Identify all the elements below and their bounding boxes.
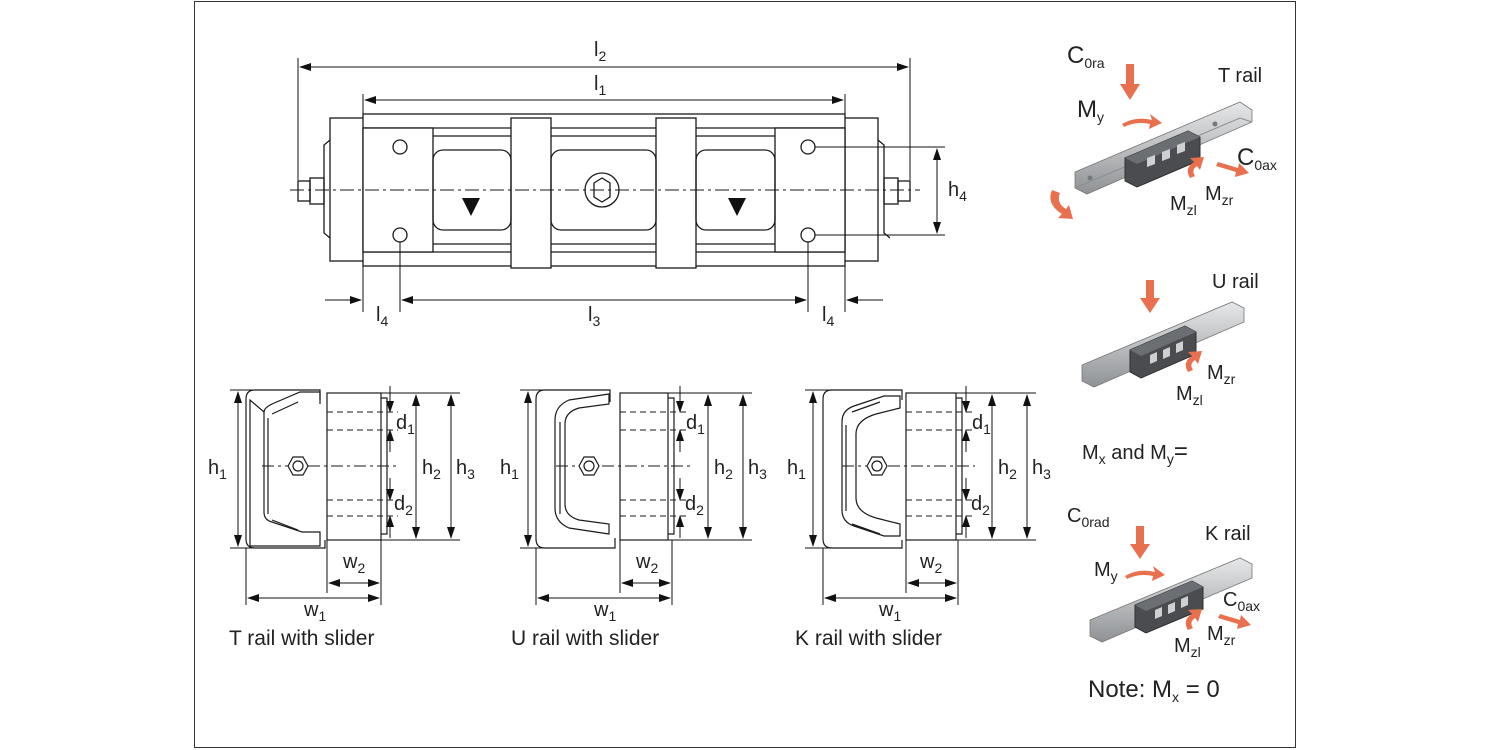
u-d1-label: d1 xyxy=(686,412,705,437)
k-mzl-label: Mzl xyxy=(1174,635,1201,660)
top-view-dimensions xyxy=(297,58,945,312)
l1-label: l1 xyxy=(594,73,607,98)
k-w2-label: w2 xyxy=(920,551,943,576)
section-u-dimensions xyxy=(520,386,752,605)
u-w2-label: w2 xyxy=(636,551,659,576)
section-k-rail xyxy=(822,389,975,549)
t-my-label: My xyxy=(1077,96,1104,125)
t-rail-illustration xyxy=(1074,101,1253,195)
k-w1-label: w1 xyxy=(879,599,902,624)
k-d2-label: d2 xyxy=(971,493,990,518)
u-h3-label: h3 xyxy=(748,457,767,482)
section-t-rail xyxy=(245,389,400,549)
h4-label: h4 xyxy=(948,179,967,204)
k-rail-caption: K rail with slider xyxy=(795,627,943,650)
t-h3-label: h3 xyxy=(456,457,475,482)
t-d1-label: d1 xyxy=(396,412,415,437)
u-mzr-label: Mzr xyxy=(1207,362,1236,387)
t-rail-title: T rail xyxy=(1218,65,1263,87)
t-w1-label: w1 xyxy=(304,599,327,624)
t-h2-label: h2 xyxy=(422,457,441,482)
l3-label: l3 xyxy=(588,304,601,329)
k-mzr-label: Mzr xyxy=(1207,623,1236,648)
u-h1-label: h1 xyxy=(500,457,519,482)
t-rail-load-arrows xyxy=(1050,64,1249,219)
k-h2-label: h2 xyxy=(998,457,1017,482)
u-h2-label: h2 xyxy=(714,457,733,482)
k-d1-label: d1 xyxy=(972,412,991,437)
t-rail-caption: T rail with slider xyxy=(229,627,375,650)
mx-my-note: Mx and My= xyxy=(1082,438,1188,467)
k-c0rad-label: C0rad xyxy=(1067,505,1110,530)
drawing-frame xyxy=(194,1,1296,748)
k-rail-load-arrows xyxy=(1125,526,1251,630)
l2-label: l2 xyxy=(594,39,607,64)
mx-zero-note: Note: Mx = 0 xyxy=(1088,676,1220,705)
u-d2-label: d2 xyxy=(685,493,704,518)
k-rail-illustration xyxy=(1089,557,1253,643)
u-rail-title: U rail xyxy=(1212,271,1259,293)
k-h1-label: h1 xyxy=(787,457,806,482)
k-c0ax-label: C0ax xyxy=(1223,589,1261,614)
section-k-dimensions xyxy=(805,386,1036,605)
t-w2-label: w2 xyxy=(343,551,366,576)
top-view xyxy=(290,113,920,269)
l4-left-label: l4 xyxy=(376,304,389,329)
u-w1-label: w1 xyxy=(594,599,617,624)
k-h3-label: h3 xyxy=(1032,457,1051,482)
t-h1-label: h1 xyxy=(208,457,227,482)
u-mzl-label: Mzl xyxy=(1176,383,1203,408)
k-my-label: My xyxy=(1094,559,1118,584)
t-d2-label: d2 xyxy=(394,493,413,518)
t-c0ra-label: C0ra xyxy=(1067,42,1105,71)
u-rail-load-arrows xyxy=(1140,280,1202,372)
l4-right-label: l4 xyxy=(822,304,835,329)
section-t-dimensions xyxy=(230,386,460,605)
t-mzr-label: Mzr xyxy=(1205,183,1234,208)
u-rail-illustration xyxy=(1081,301,1245,388)
t-c0ax-label: C0ax xyxy=(1237,144,1277,173)
k-rail-title: K rail xyxy=(1205,523,1251,545)
section-u-rail xyxy=(535,389,690,549)
t-mzl-label: Mzl xyxy=(1170,193,1197,218)
u-rail-caption: U rail with slider xyxy=(511,627,660,650)
